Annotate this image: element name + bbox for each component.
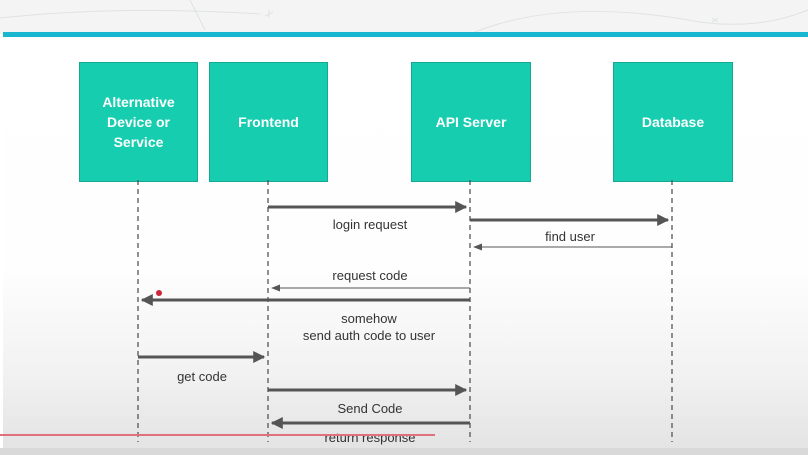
label-find-user: find user [545,229,595,244]
label-login-request: login request [332,217,408,232]
slide-background-top [0,0,808,34]
label-get-code: get code [177,369,227,384]
label-send-auth-code: somehow send auth code to user [302,311,436,343]
background-sketch [0,0,808,34]
label-return-response: return response [324,430,416,445]
actor-alternative-device: Alternative Device or Service [79,62,198,182]
bottom-strip [0,448,808,455]
actor-label: Frontend [238,114,299,130]
cursor-dot [156,290,162,296]
actor-label: API Server [435,114,507,130]
accent-rule [3,32,808,37]
label-send-code: Send Code [337,401,403,416]
actor-frontend: Frontend [209,62,328,182]
actor-label: Database [641,114,705,130]
label-request-code: request code [332,268,408,283]
progress-underline [0,434,435,436]
actor-api-server: API Server [411,62,531,182]
actor-label: Alternative Device or Service [102,94,175,150]
actor-database: Database [613,62,733,182]
